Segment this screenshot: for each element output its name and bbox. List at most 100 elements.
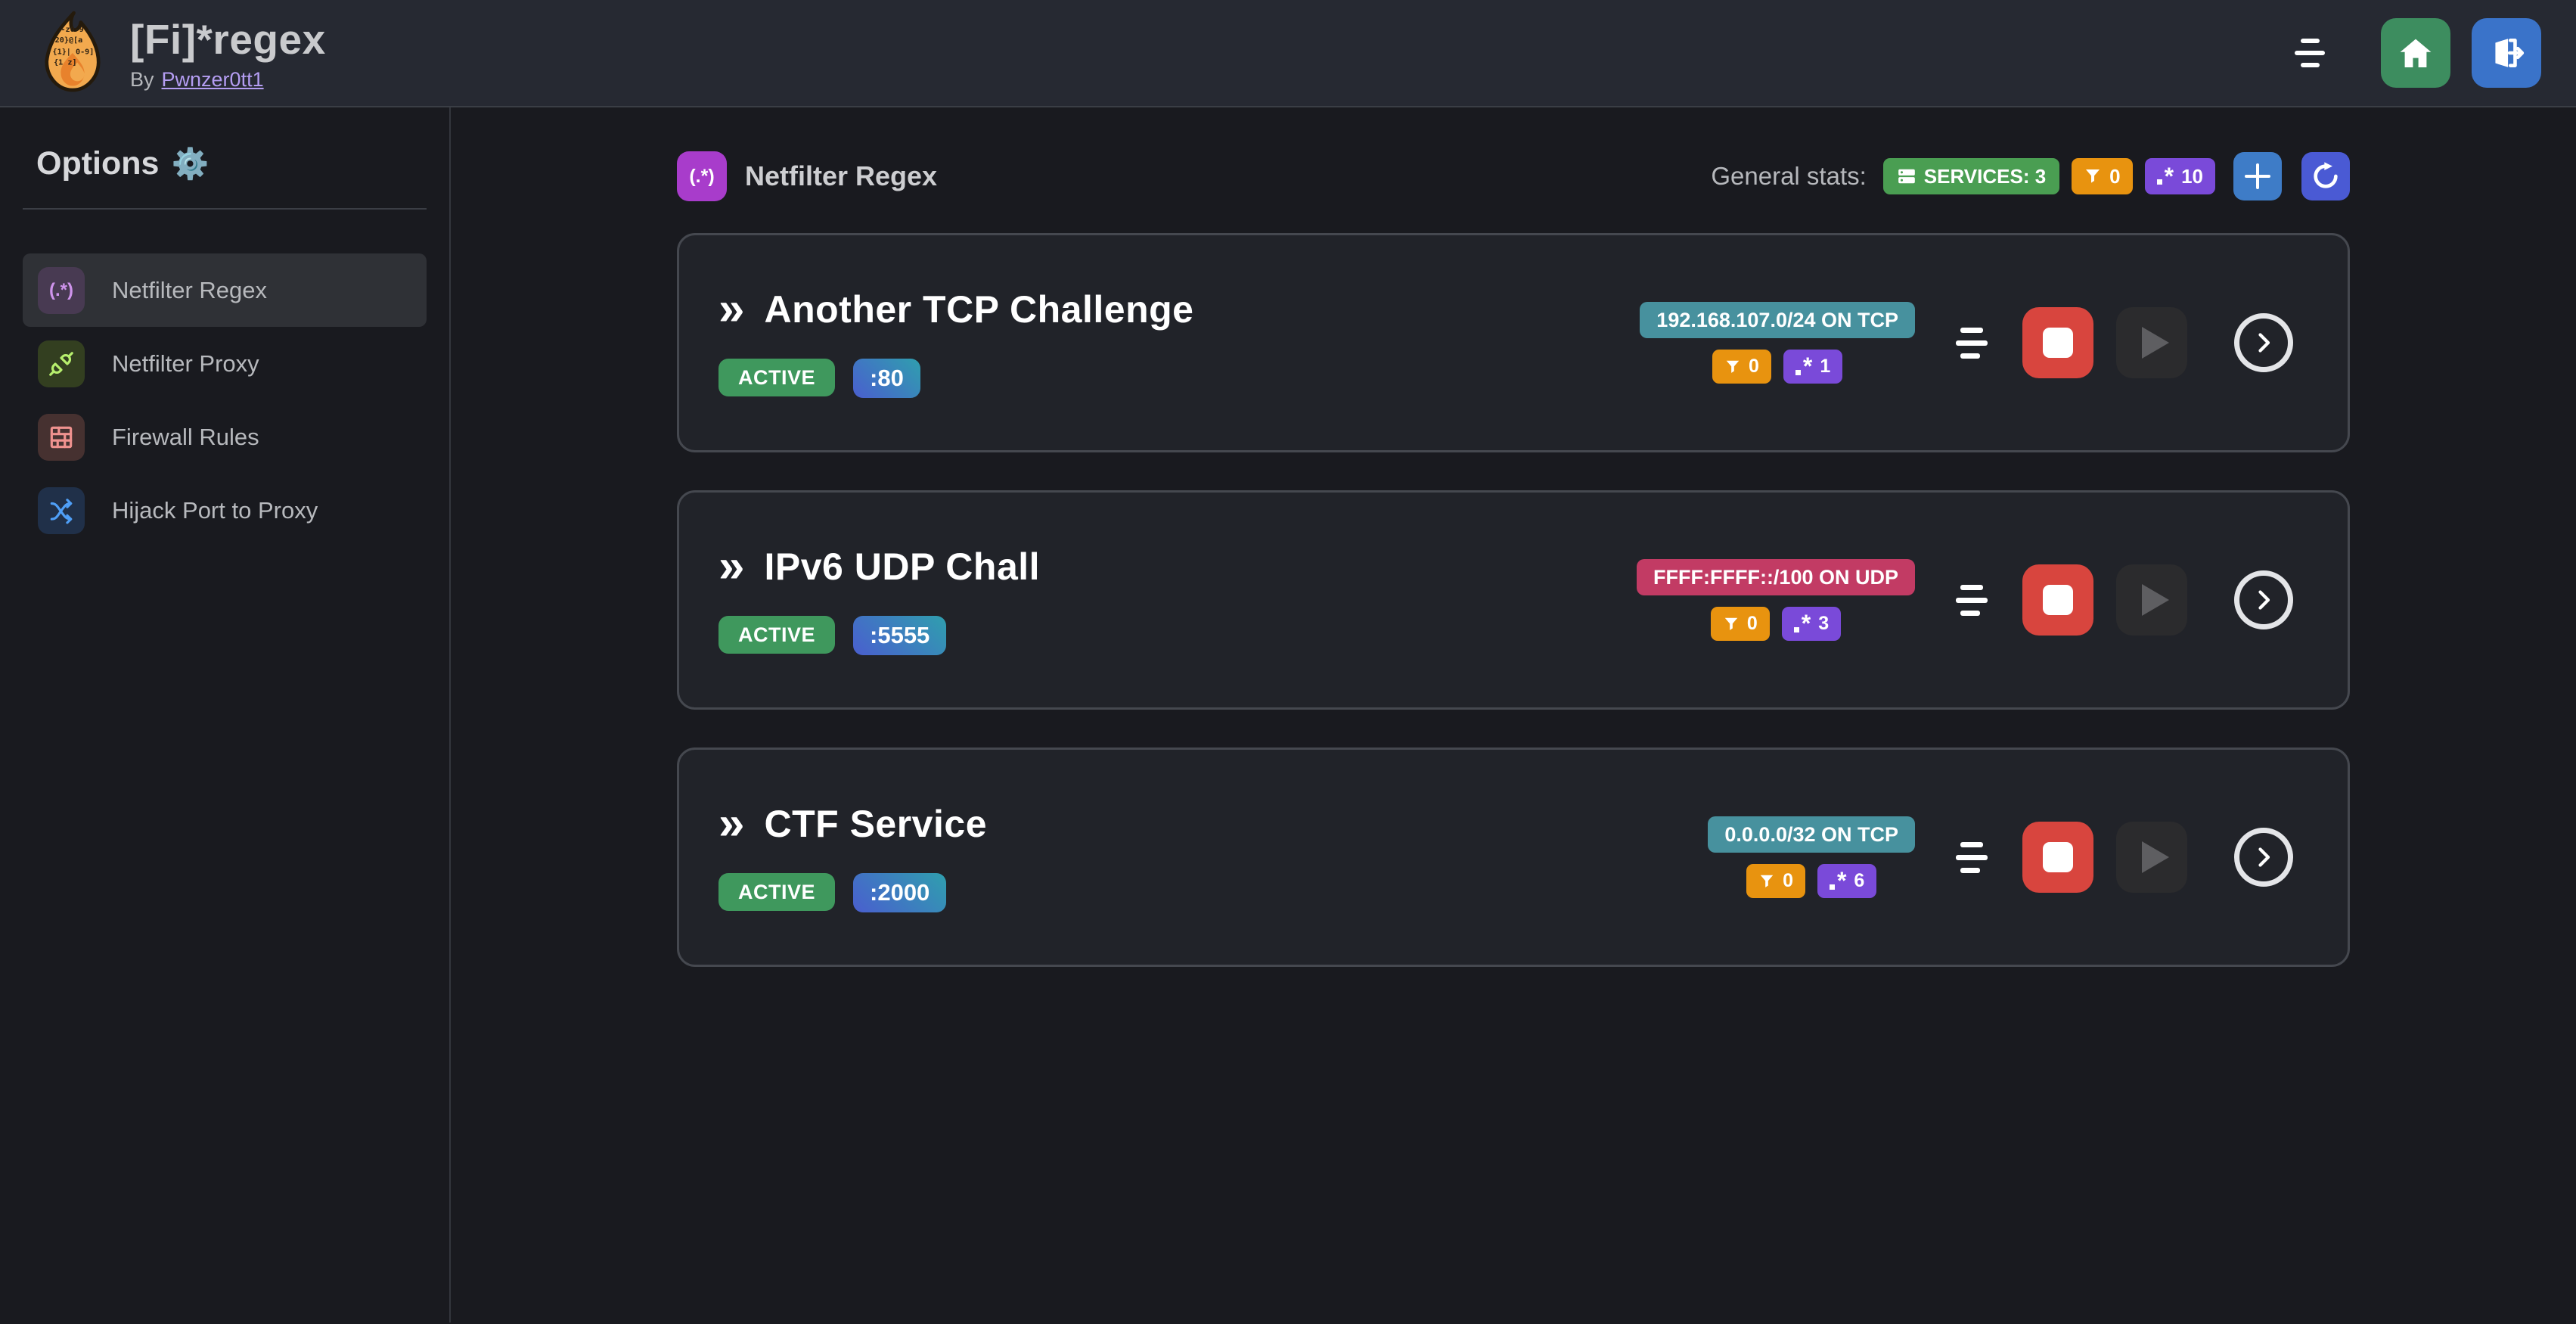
regex-icon: (.*) — [38, 266, 85, 314]
filter-count-badge: 0 — [1746, 864, 1805, 898]
stop-button[interactable] — [2022, 564, 2093, 636]
sidebar-divider — [23, 208, 427, 210]
logout-icon — [2495, 39, 2525, 67]
cidr-badge: 192.168.107.0/24 ON TCP — [1640, 302, 1915, 338]
expand-service-button[interactable] — [2234, 313, 2293, 372]
filter-count-badge: 0 — [1710, 607, 1770, 641]
service-title: IPv6 UDP Chall — [764, 545, 1041, 588]
burger-menu-icon[interactable] — [2295, 31, 2325, 75]
port-badge: :5555 — [853, 616, 947, 655]
regex-section-icon: (.*) — [677, 151, 727, 201]
stop-icon — [2043, 585, 2073, 615]
brick-wall-icon — [38, 413, 85, 461]
sidebar-heading: Options ⚙️ — [36, 145, 427, 182]
expand-service-button[interactable] — [2234, 570, 2293, 629]
topbar: -z0-9 20}@[a {1}| 0-9] {1 z] [Fi]*regex … — [0, 0, 2576, 107]
funnel-icon — [2086, 169, 2100, 183]
regex-glyph: * — [1795, 354, 1812, 378]
sidebar-item-label: Netfilter Regex — [112, 276, 268, 303]
stop-icon — [2043, 842, 2073, 872]
sidebar-heading-text: Options — [36, 145, 160, 182]
sidebar-item-label: Firewall Rules — [112, 423, 259, 450]
service-title: Another TCP Challenge — [764, 288, 1194, 331]
service-title: CTF Service — [764, 803, 987, 845]
cidr-badge: FFFF:FFFF::/100 ON UDP — [1637, 559, 1915, 595]
play-icon — [2142, 327, 2169, 359]
gear-icon: ⚙️ — [171, 148, 209, 181]
regex-glyph: * — [2156, 164, 2174, 188]
regex-glyph: * — [1793, 611, 1811, 636]
chevron-right-icon — [2258, 333, 2270, 353]
general-stats-label: General stats: — [1711, 162, 1867, 190]
stop-icon — [2043, 328, 2073, 358]
sidebar-nav: (.*) Netfilter Regex Netfilter Proxy — [23, 253, 427, 547]
sidebar-item-netfilter-regex[interactable]: (.*) Netfilter Regex — [23, 253, 427, 327]
play-button[interactable] — [2116, 307, 2187, 378]
service-menu-icon[interactable] — [1956, 327, 1988, 359]
add-service-button[interactable] — [2233, 152, 2282, 200]
byline: By Pwnzer0tt1 — [130, 68, 326, 92]
regex-glyph: * — [1829, 869, 1846, 893]
sidebar: Options ⚙️ (.*) Netfilter Regex — [0, 107, 451, 1322]
plug-icon — [38, 340, 85, 387]
service-card: » CTF Service ACTIVE :2000 0.0.0.0/32 ON… — [677, 747, 2350, 967]
app-title: [Fi]*regex — [130, 15, 326, 63]
regex-count-badge: * 1 — [1783, 350, 1843, 384]
home-button[interactable] — [2381, 18, 2450, 88]
chevron-right-icon — [2258, 847, 2270, 867]
play-icon — [2142, 841, 2169, 873]
port-badge: :80 — [853, 359, 920, 398]
split-arrows-icon — [38, 486, 85, 534]
service-menu-icon[interactable] — [1956, 584, 1988, 616]
chevrons-right-icon: » — [718, 283, 745, 336]
sidebar-item-hijack-port[interactable]: Hijack Port to Proxy — [23, 474, 427, 547]
status-badge: ACTIVE — [718, 359, 836, 396]
regexes-count-badge: * 10 — [2144, 158, 2215, 194]
chevrons-right-icon: » — [718, 540, 745, 593]
stop-button[interactable] — [2022, 307, 2093, 378]
services-count-badge: SERVICES: 3 — [1882, 158, 2060, 194]
filters-count-badge: 0 — [2072, 158, 2133, 194]
content-header: (.*) Netfilter Regex General stats: SERV… — [677, 151, 2350, 201]
service-menu-icon[interactable] — [1956, 841, 1988, 873]
regex-count-badge: * 6 — [1817, 864, 1877, 898]
service-card: » Another TCP Challenge ACTIVE :80 192.1… — [677, 233, 2350, 452]
sidebar-item-label: Netfilter Proxy — [112, 350, 259, 377]
regex-count-badge: * 3 — [1781, 607, 1842, 641]
cidr-badge: 0.0.0.0/32 ON TCP — [1708, 816, 1915, 853]
svg-text:{1}| 0-9]: {1}| 0-9] — [53, 48, 95, 57]
funnel-icon — [1726, 360, 1740, 373]
author-link[interactable]: Pwnzer0tt1 — [161, 67, 264, 91]
chevron-right-icon — [2258, 590, 2270, 610]
stop-button[interactable] — [2022, 822, 2093, 893]
svg-text:20}@[a: 20}@[a — [55, 36, 83, 45]
status-badge: ACTIVE — [718, 873, 836, 911]
play-icon — [2142, 584, 2169, 616]
chevrons-right-icon: » — [718, 797, 745, 850]
sidebar-item-label: Hijack Port to Proxy — [112, 496, 318, 524]
logout-button[interactable] — [2472, 18, 2541, 88]
funnel-icon — [1724, 617, 1738, 630]
server-icon — [1898, 169, 1915, 184]
play-button[interactable] — [2116, 822, 2187, 893]
sidebar-item-firewall-rules[interactable]: Firewall Rules — [23, 400, 427, 474]
play-button[interactable] — [2116, 564, 2187, 636]
service-list: » Another TCP Challenge ACTIVE :80 192.1… — [677, 233, 2350, 967]
flame-logo-icon[interactable]: -z0-9 20}@[a {1}| 0-9] {1 z] — [35, 11, 110, 95]
plus-icon — [2245, 163, 2270, 189]
expand-service-button[interactable] — [2234, 828, 2293, 887]
status-badge: ACTIVE — [718, 616, 836, 654]
svg-text:{1 z]: {1 z] — [54, 59, 76, 67]
svg-text:-z0-9: -z0-9 — [61, 26, 83, 34]
section-title: Netfilter Regex — [745, 160, 938, 191]
refresh-button[interactable] — [2301, 152, 2350, 200]
byline-prefix: By — [130, 67, 154, 91]
main-content: (.*) Netfilter Regex General stats: SERV… — [451, 107, 2576, 1322]
home-icon — [2400, 39, 2432, 67]
sidebar-item-netfilter-proxy[interactable]: Netfilter Proxy — [23, 327, 427, 400]
port-badge: :2000 — [853, 873, 947, 912]
app-title-block: [Fi]*regex By Pwnzer0tt1 — [130, 15, 326, 92]
funnel-icon — [1760, 875, 1774, 887]
service-card: » IPv6 UDP Chall ACTIVE :5555 FFFF:FFFF:… — [677, 490, 2350, 710]
